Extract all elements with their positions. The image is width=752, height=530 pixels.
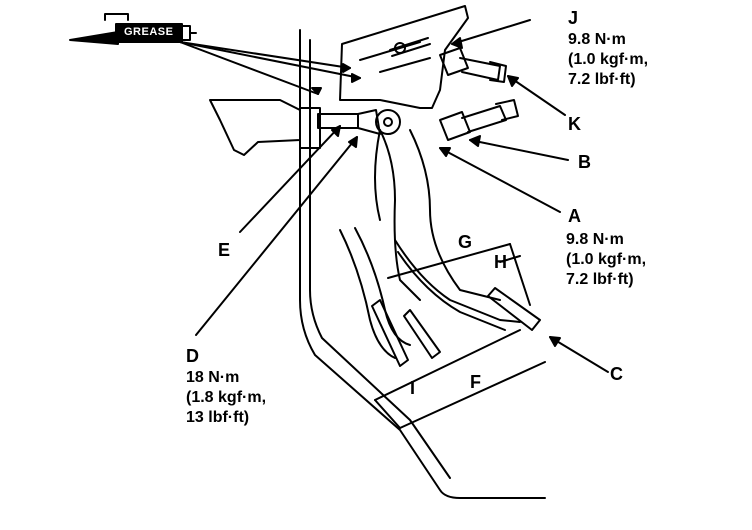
callout-k-letter: K [568,114,582,134]
callout-j-torque-lbfft: 7.2 lbf·ft) [568,71,636,88]
callout-c-letter: C [610,364,624,384]
callout-a-torque-lbfft: 7.2 lbf·ft) [566,271,634,288]
callout-b-letter: B [578,152,592,172]
callout-a-torque-nm: 9.8 N·m [566,231,624,248]
dimension-h-label: H [494,252,508,272]
callout-j-letter: J [568,8,579,28]
callout-a-letter: A [568,206,582,226]
dimension-g-label: G [458,232,473,252]
callout-a-torque-kgfm: (1.0 kgf·m, [566,251,647,268]
switch-b [439,99,519,141]
dimension-i-label: I [410,378,416,398]
switch-j [439,47,507,83]
callout-d-torque-nm: 18 N·m [186,369,240,386]
grease-gun-icon [69,13,197,45]
callout-j-torque-kgfm: (1.0 kgf·m, [568,51,649,68]
callout-e-letter: E [218,240,231,260]
grease-label: GREASE [124,26,174,38]
callout-d-letter: D [186,346,200,366]
callout-j-torque-nm: 9.8 N·m [568,31,626,48]
dimension-f-label: F [470,372,482,392]
callout-d-torque-lbfft: 13 lbf·ft) [186,409,250,426]
callout-d-torque-kgfm: (1.8 kgf·m, [186,389,267,406]
